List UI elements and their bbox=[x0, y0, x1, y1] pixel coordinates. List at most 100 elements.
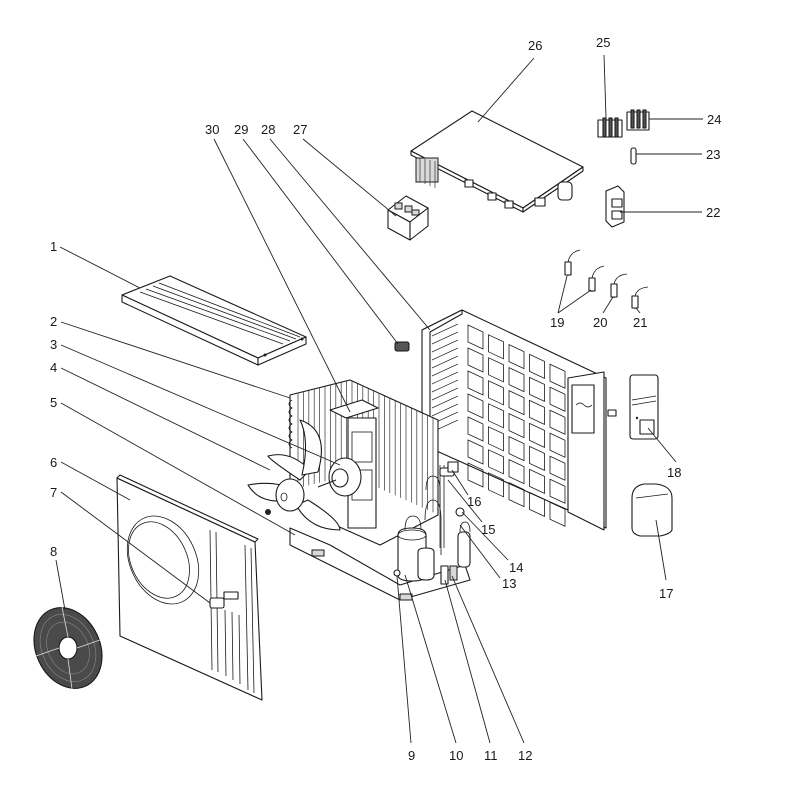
piping bbox=[424, 465, 445, 555]
grid-cell bbox=[488, 357, 504, 383]
control-board[interactable] bbox=[410, 110, 584, 213]
base-pan[interactable] bbox=[289, 527, 471, 601]
leader-2 bbox=[60, 321, 291, 399]
grid-cell bbox=[549, 363, 566, 389]
grid-cell bbox=[549, 455, 566, 481]
grid-cell bbox=[508, 389, 525, 416]
grid-cell bbox=[467, 439, 484, 465]
top-panel[interactable] bbox=[121, 275, 307, 366]
leader-28 bbox=[269, 138, 431, 331]
callout-14: 14 bbox=[509, 560, 523, 575]
temperature-sensor-pair[interactable] bbox=[564, 249, 605, 292]
leader-21 bbox=[635, 307, 641, 314]
leader-1 bbox=[59, 246, 141, 289]
grid-cell bbox=[529, 376, 545, 403]
grid-cell bbox=[488, 403, 504, 429]
grid-cell bbox=[508, 412, 525, 439]
grid-cell bbox=[529, 491, 545, 518]
callout-6: 6 bbox=[50, 455, 57, 470]
grid-cell bbox=[488, 449, 504, 475]
grid-cell bbox=[549, 409, 566, 435]
fan-blade[interactable] bbox=[247, 419, 341, 531]
service-valve-b[interactable] bbox=[449, 565, 458, 581]
grid-cell bbox=[488, 472, 504, 498]
callout-13: 13 bbox=[502, 576, 516, 591]
grid-cell bbox=[529, 445, 545, 472]
rear-panel-louvres bbox=[431, 323, 459, 433]
grid-cell bbox=[529, 353, 545, 380]
grid-cell bbox=[508, 435, 525, 462]
callout-15: 15 bbox=[481, 522, 495, 537]
side-rear-panel[interactable] bbox=[421, 309, 617, 531]
compressor-accumulator bbox=[417, 547, 435, 581]
grid-cell bbox=[529, 468, 545, 495]
service-valve-a[interactable] bbox=[440, 565, 449, 585]
callout-12: 12 bbox=[518, 748, 532, 763]
fuse[interactable] bbox=[630, 147, 637, 165]
callout-29: 29 bbox=[234, 122, 248, 137]
grid-cell bbox=[549, 501, 566, 527]
grid-cell bbox=[488, 380, 504, 406]
leader-16 bbox=[451, 469, 469, 496]
callout-17: 17 bbox=[659, 586, 673, 601]
grid-cell bbox=[529, 399, 545, 426]
callout-25: 25 bbox=[596, 35, 610, 50]
fan-motor[interactable] bbox=[317, 457, 362, 497]
fan-grille[interactable] bbox=[21, 596, 115, 699]
grid-cell bbox=[467, 393, 484, 419]
callout-8: 8 bbox=[50, 544, 57, 559]
leader-6 bbox=[60, 461, 131, 501]
leader-7 bbox=[60, 491, 211, 604]
terminal-block-small[interactable] bbox=[597, 117, 623, 138]
leader-18 bbox=[647, 427, 677, 463]
callout-19: 19 bbox=[550, 315, 564, 330]
temperature-sensor-small[interactable] bbox=[631, 286, 649, 309]
callout-18: 18 bbox=[667, 465, 681, 480]
grid-cell bbox=[467, 324, 484, 350]
grid-cell bbox=[467, 347, 484, 373]
leader-3 bbox=[60, 344, 341, 466]
callout-labels: 1 2 3 4 5 6 7 8 9 10 11 12 13 14 15 16 1… bbox=[50, 35, 721, 763]
leader-17 bbox=[655, 519, 667, 581]
callout-23: 23 bbox=[706, 147, 720, 162]
grid-cell bbox=[508, 343, 525, 370]
leader-5 bbox=[60, 402, 296, 536]
callout-3: 3 bbox=[50, 337, 57, 352]
reactor[interactable] bbox=[387, 195, 429, 241]
leader-4 bbox=[60, 367, 271, 471]
front-panel-handle[interactable] bbox=[209, 597, 225, 609]
grid-cell bbox=[488, 426, 504, 452]
connector[interactable] bbox=[394, 341, 410, 352]
reversing-valve-coil[interactable] bbox=[447, 461, 459, 473]
side-cover[interactable] bbox=[629, 374, 659, 440]
grid-cell bbox=[488, 334, 504, 360]
grid-cell bbox=[467, 370, 484, 396]
grid-cell bbox=[508, 366, 525, 393]
terminal-holder[interactable] bbox=[605, 185, 625, 228]
callout-4: 4 bbox=[50, 360, 57, 375]
callout-26: 26 bbox=[528, 38, 542, 53]
callout-1: 1 bbox=[50, 239, 57, 254]
grid-cell bbox=[508, 481, 525, 508]
leader-29 bbox=[242, 138, 399, 345]
terminal-block-large[interactable] bbox=[626, 109, 650, 131]
leader-9 bbox=[396, 575, 412, 744]
grid-cell bbox=[549, 432, 566, 458]
grid-cell bbox=[467, 462, 484, 488]
valve-cover[interactable] bbox=[631, 483, 673, 537]
temperature-sensor[interactable] bbox=[610, 273, 628, 298]
accumulator[interactable] bbox=[457, 521, 471, 568]
callout-5: 5 bbox=[50, 395, 57, 410]
callout-28: 28 bbox=[261, 122, 275, 137]
front-panel[interactable] bbox=[114, 474, 263, 701]
leader-8 bbox=[55, 559, 66, 611]
drain-fitting[interactable] bbox=[393, 569, 401, 577]
callout-24: 24 bbox=[707, 112, 721, 127]
pressure-switch[interactable] bbox=[455, 507, 465, 517]
leader-19a bbox=[557, 275, 568, 314]
grid-cell bbox=[467, 416, 484, 442]
leader-11 bbox=[444, 579, 491, 744]
callout-30: 30 bbox=[205, 122, 219, 137]
callout-16: 16 bbox=[467, 494, 481, 509]
